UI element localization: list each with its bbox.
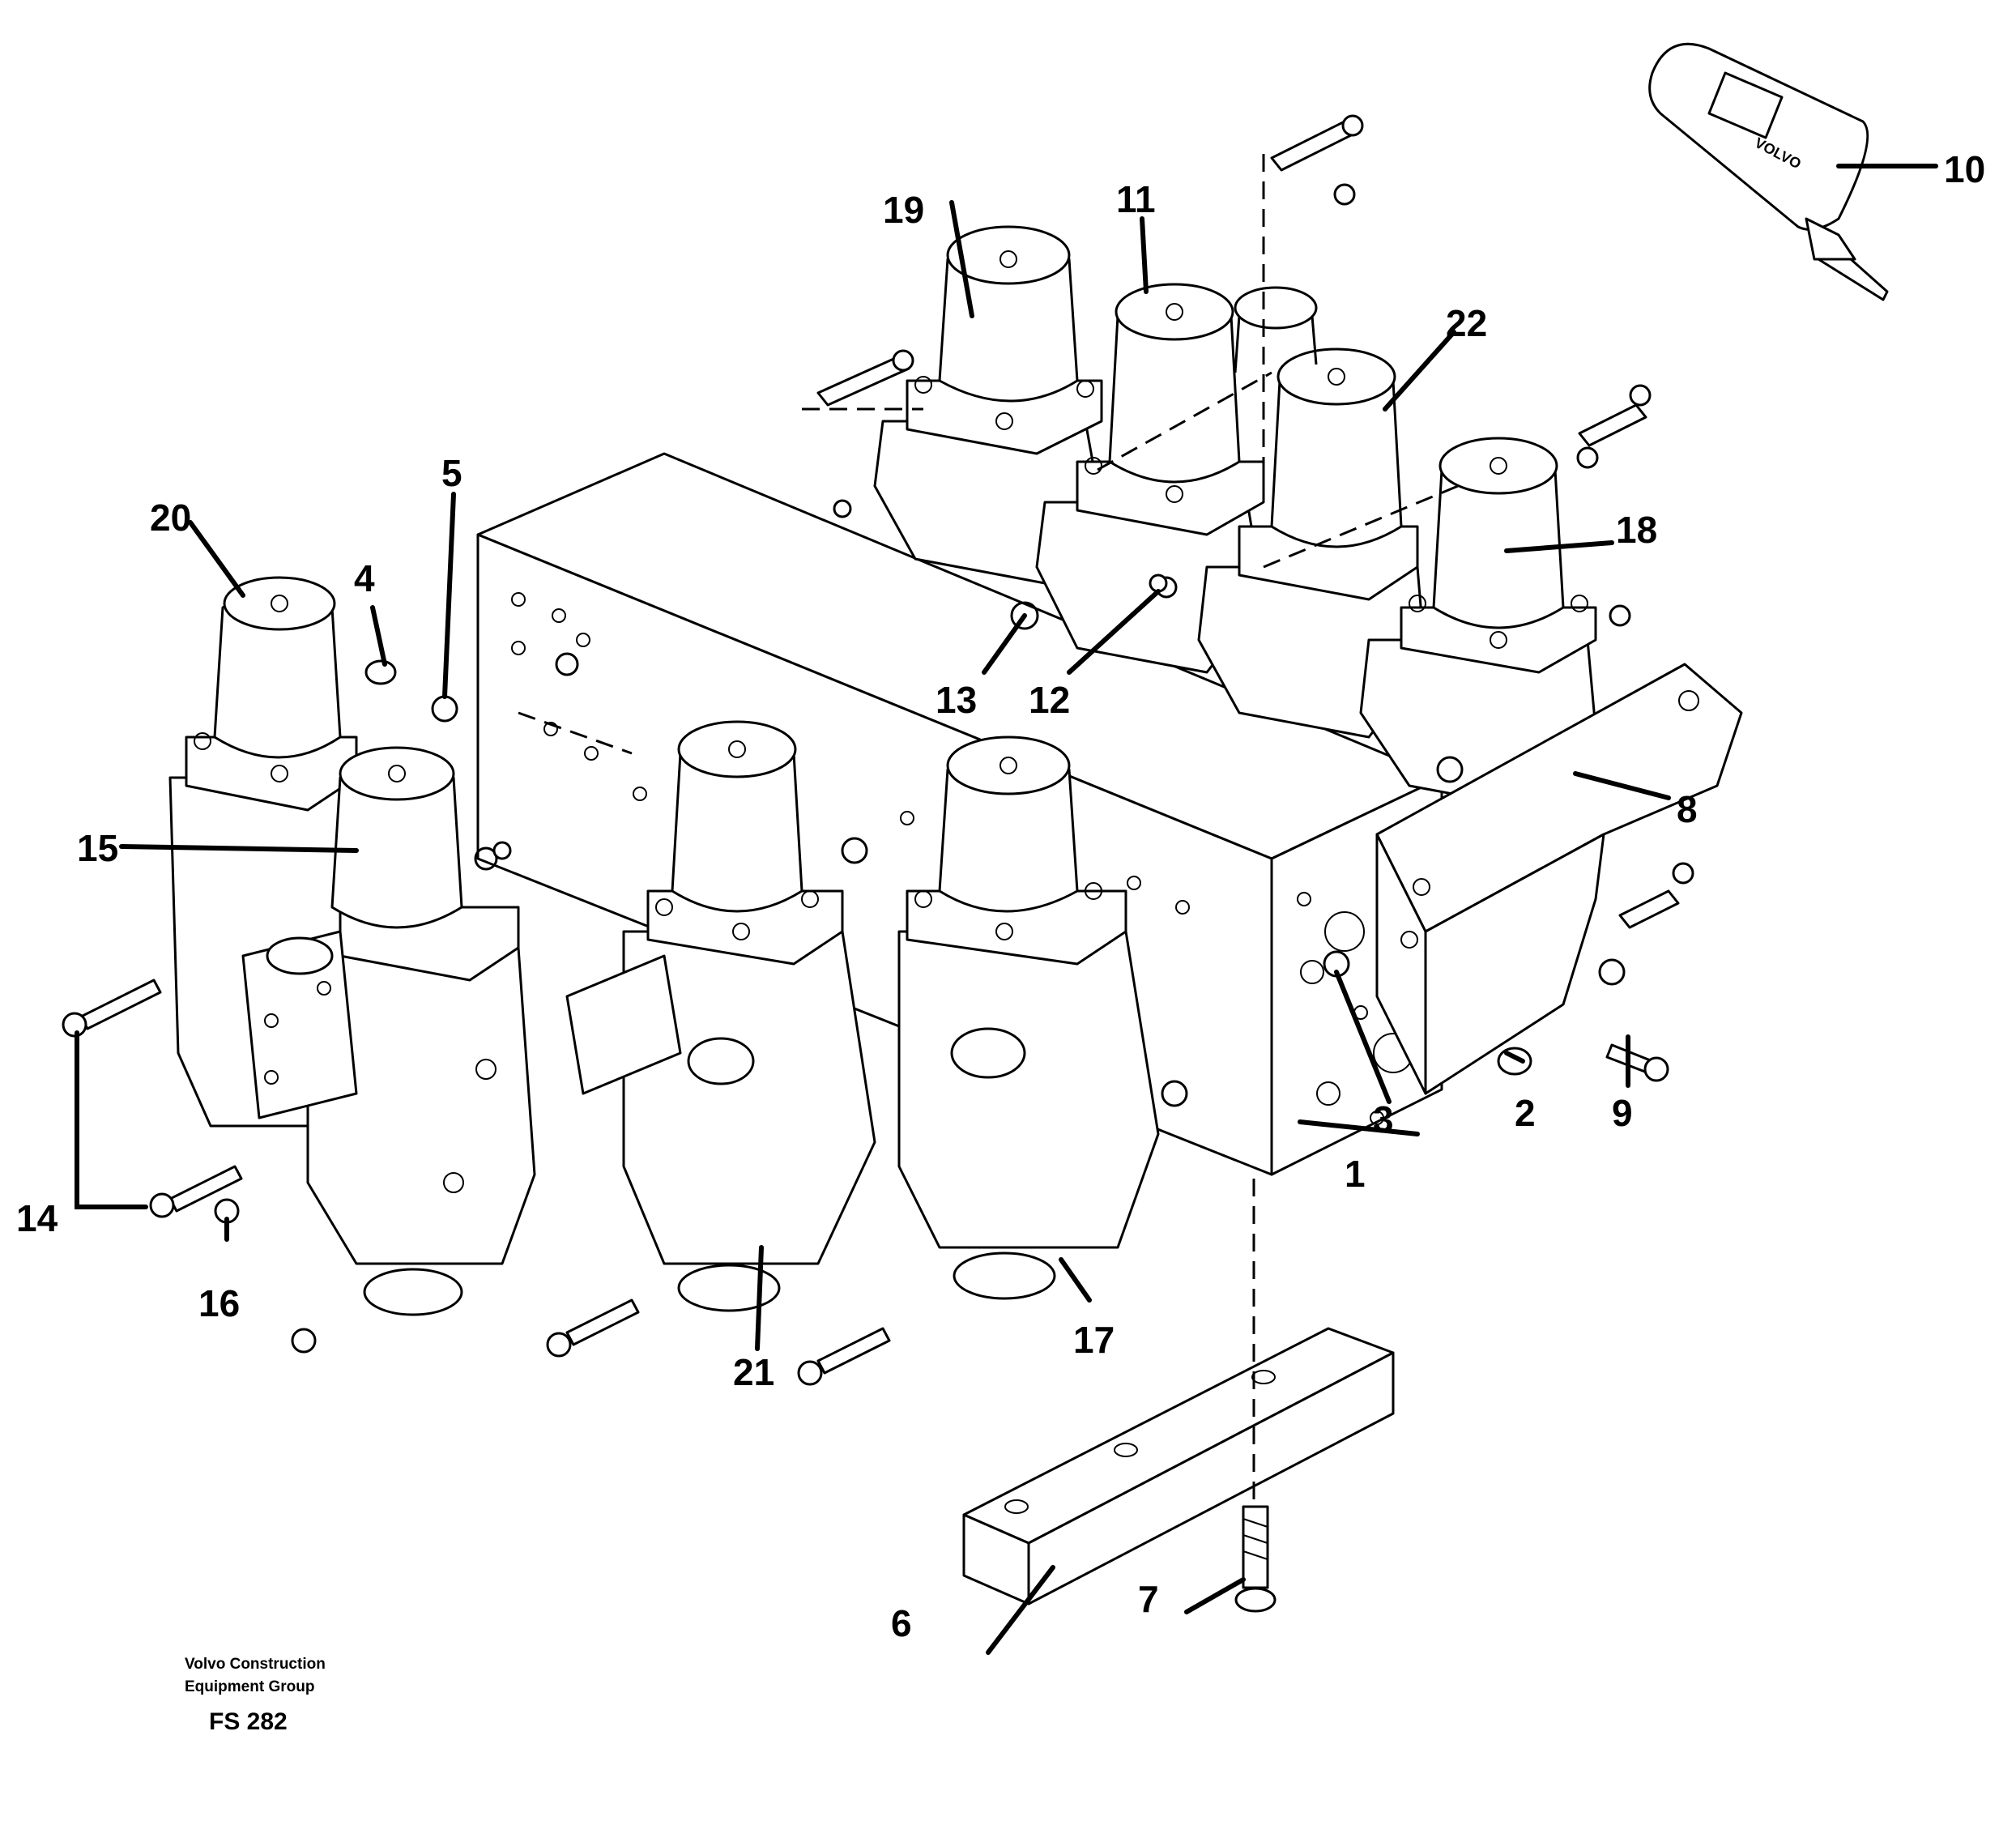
company-name-line-1: Volvo Construction: [185, 1656, 326, 1673]
solenoid-valve-17: [897, 736, 1160, 1300]
callout-13: 13: [936, 679, 977, 721]
footer: Volvo Construction Equipment Group FS 28…: [185, 1656, 326, 1735]
callout-8: 8: [1677, 788, 1698, 830]
callout-22: 22: [1446, 302, 1487, 344]
callout-5: 5: [441, 452, 462, 494]
callout-numbers: 1 2 3 4 5 6 7 8 9 10 11 12 13 14 15 16 1…: [16, 148, 1985, 1644]
callout-16: 16: [198, 1282, 240, 1324]
callout-12: 12: [1029, 679, 1070, 721]
callout-18: 18: [1616, 509, 1657, 551]
volvo-sealant-tube: VOLVO: [1648, 42, 1889, 301]
callout-15: 15: [77, 827, 118, 869]
callout-7: 7: [1138, 1578, 1159, 1620]
callout-19: 19: [883, 189, 924, 231]
callout-9: 9: [1612, 1092, 1633, 1134]
company-name-line-2: Equipment Group: [185, 1678, 314, 1695]
callout-11: 11: [1116, 178, 1156, 220]
callout-2: 2: [1515, 1092, 1536, 1134]
solenoid-valve-15: [241, 746, 536, 1316]
alignment-lines: [518, 154, 1459, 1507]
callout-4: 4: [354, 557, 375, 599]
bolt-7: [1234, 1505, 1277, 1613]
figure-code: FS 282: [209, 1708, 288, 1735]
callout-10: 10: [1944, 148, 1985, 190]
callout-6: 6: [891, 1602, 912, 1644]
callout-14: 14: [16, 1197, 58, 1239]
valve-block: [476, 452, 1443, 1176]
callout-21: 21: [733, 1351, 774, 1393]
leader-lines: [75, 164, 1938, 1655]
callout-20: 20: [150, 497, 191, 539]
mounting-bar: [962, 1327, 1395, 1605]
callout-17: 17: [1073, 1319, 1115, 1361]
solenoid-valve-21: [565, 720, 876, 1312]
callout-1: 1: [1345, 1153, 1366, 1195]
bracket: [1375, 663, 1743, 1095]
callout-3: 3: [1373, 1098, 1394, 1141]
